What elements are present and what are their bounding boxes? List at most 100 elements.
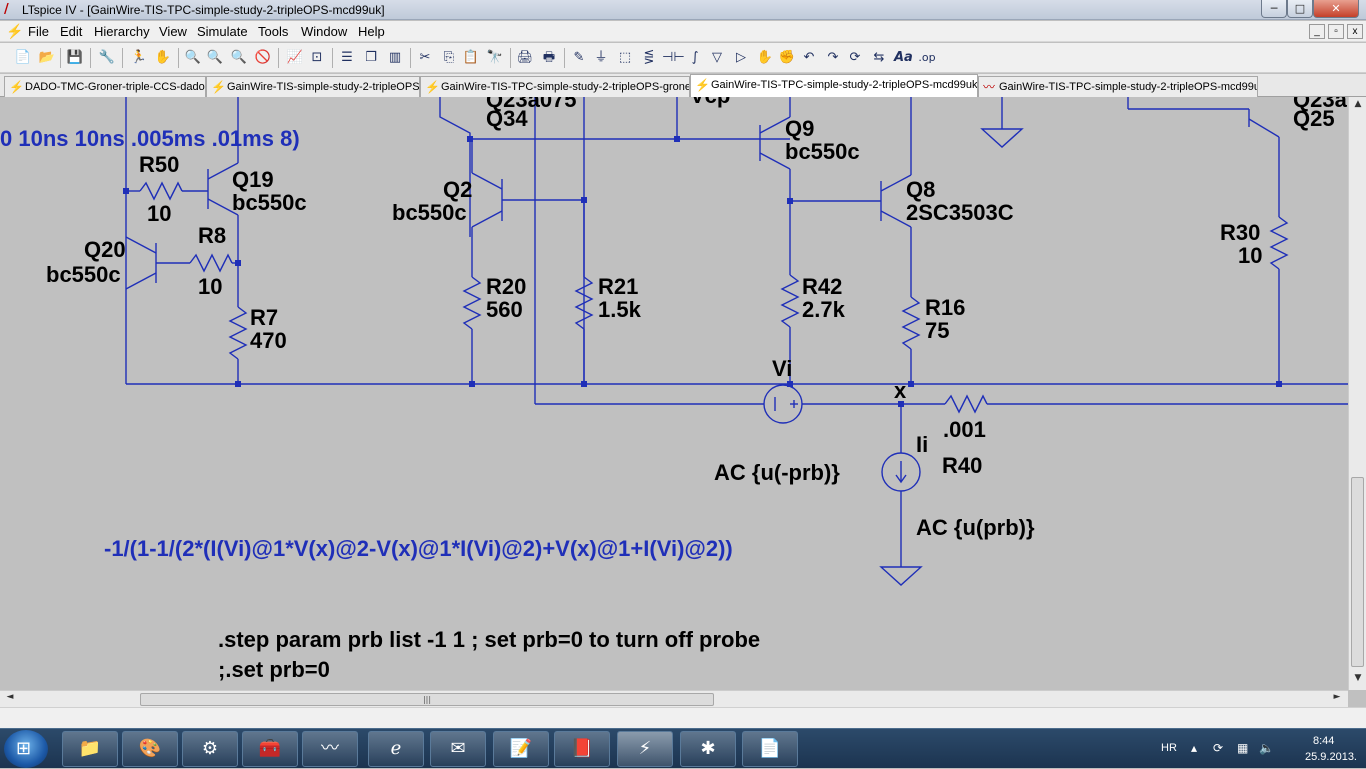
scroll-up-arrow-icon[interactable]: ▲ bbox=[1354, 99, 1362, 109]
menu-edit[interactable]: Edit bbox=[60, 24, 83, 39]
cascade-icon[interactable]: ❐ bbox=[365, 50, 377, 65]
wire-icon[interactable]: ✎ bbox=[573, 50, 585, 65]
horizontal-scroll-thumb[interactable]: ||| bbox=[140, 693, 714, 706]
document-tabs: ⚡ DADO-TMC-Groner-triple-CCS-dado ⚡ Gain… bbox=[0, 74, 1366, 98]
q8-label: Q8 bbox=[906, 177, 936, 202]
mdi-minimize-button[interactable]: _ bbox=[1309, 24, 1325, 39]
spice-directive-set[interactable]: ;.set prb=0 bbox=[218, 657, 330, 682]
redo-icon[interactable]: ↷ bbox=[827, 50, 839, 65]
text-icon[interactable]: Aa bbox=[894, 50, 913, 65]
ltspice-taskbar-icon[interactable]: ⚡ bbox=[617, 731, 673, 767]
toolbox-taskbar-icon[interactable]: 🧰 bbox=[242, 731, 298, 767]
rotate-icon[interactable]: ⟳ bbox=[849, 50, 861, 65]
paste-icon[interactable]: 📋 bbox=[462, 50, 480, 65]
tile-vertical-icon[interactable]: ▥ bbox=[388, 50, 402, 65]
vertical-scroll-thumb[interactable] bbox=[1351, 477, 1364, 667]
voltage-source-vi bbox=[763, 384, 803, 424]
spice-directive-icon[interactable]: .op bbox=[918, 51, 936, 64]
start-button[interactable]: ⊞ bbox=[4, 730, 48, 768]
splash-taskbar-icon[interactable]: ✱ bbox=[680, 731, 736, 767]
tab-gainwire-tis-simple[interactable]: ⚡ GainWire-TIS-simple-study-2-tripleOPS bbox=[206, 76, 420, 97]
zoom-out-icon[interactable]: 🔍 bbox=[230, 50, 248, 65]
print-icon[interactable]: 🖶 bbox=[542, 50, 556, 65]
r20-label: R20 bbox=[486, 274, 527, 299]
volume-icon[interactable]: 🔈 bbox=[1259, 741, 1274, 755]
pdf-taskbar-icon[interactable]: 📕 bbox=[554, 731, 610, 767]
control-panel-icon[interactable]: 🔧 bbox=[98, 50, 116, 65]
sync-icon[interactable]: ⟳ bbox=[1213, 741, 1224, 755]
diode-icon[interactable]: ▽ bbox=[712, 50, 722, 65]
menu-hierarchy[interactable]: Hierarchy bbox=[94, 24, 150, 39]
word-taskbar-icon[interactable]: 📝 bbox=[493, 731, 549, 767]
minimize-button[interactable]: ─ bbox=[1261, 0, 1287, 18]
schematic-doc-icon[interactable]: ⚡ bbox=[6, 23, 24, 39]
zoom-cancel-icon[interactable]: 🚫 bbox=[254, 50, 272, 65]
menu-view[interactable]: View bbox=[159, 24, 187, 39]
mdi-restore-button[interactable]: ▫ bbox=[1328, 24, 1344, 39]
zoom-pan-icon[interactable]: 🔍 bbox=[206, 50, 224, 65]
spice-directive-step[interactable]: .step param prb list -1 1 ; set prb=0 to… bbox=[218, 627, 761, 652]
menu-tools[interactable]: Tools bbox=[258, 24, 289, 39]
label-net-icon[interactable]: ⬚ bbox=[618, 50, 632, 65]
internet-explorer-taskbar-icon[interactable]: ℯ bbox=[368, 731, 424, 767]
tray-expand-icon[interactable]: ▴ bbox=[1191, 741, 1198, 755]
measure-formula: -1/(1-1/(2*(I(Vi)@1*V(x)@2-V(x)@1*I(Vi)@… bbox=[104, 536, 733, 561]
component-icon[interactable]: ▷ bbox=[736, 50, 746, 65]
mirror-icon[interactable]: ⇆ bbox=[873, 50, 885, 65]
autorange-icon[interactable]: 📈 bbox=[286, 50, 304, 65]
save-icon[interactable]: 💾 bbox=[66, 50, 84, 65]
paint-shop-taskbar-icon[interactable]: 🎨 bbox=[122, 731, 178, 767]
print-setup-icon[interactable]: 🖨 bbox=[516, 50, 534, 65]
schematic-canvas[interactable]: Q23a075 Q34 Vcp Q23a Q25 0 10ns 10ns .00… bbox=[0, 97, 1348, 690]
scroll-right-arrow-icon[interactable]: ► bbox=[1333, 692, 1341, 702]
capacitor-icon[interactable]: ⊣⊢ bbox=[662, 50, 685, 65]
vi-ac-spec: AC {u(-prb)} bbox=[714, 460, 840, 485]
tab-gainwire-mcd99uk-schematic[interactable]: ⚡ GainWire-TIS-TPC-simple-study-2-triple… bbox=[690, 74, 978, 98]
mdi-close-button[interactable]: x bbox=[1347, 24, 1363, 39]
scroll-down-arrow-icon[interactable]: ▼ bbox=[1354, 673, 1362, 683]
open-icon[interactable]: 📂 bbox=[38, 50, 56, 65]
tab-label: DADO-TMC-Groner-triple-CCS-dado bbox=[25, 81, 205, 93]
explorer-taskbar-icon[interactable]: 📁 bbox=[62, 731, 118, 767]
menu-help[interactable]: Help bbox=[358, 24, 385, 39]
maximize-button[interactable]: □ bbox=[1287, 0, 1313, 18]
ground-icon[interactable]: ⏚ bbox=[594, 50, 608, 65]
inductor-icon[interactable]: ∫ bbox=[691, 50, 699, 65]
scroll-left-arrow-icon[interactable]: ◄ bbox=[6, 692, 14, 702]
halt-icon[interactable]: ✋ bbox=[154, 50, 172, 65]
run-icon[interactable]: 🏃 bbox=[130, 50, 148, 65]
undo-icon[interactable]: ↶ bbox=[803, 50, 815, 65]
clock-time[interactable]: 8:44 bbox=[1313, 735, 1335, 747]
resistor-r21 bbox=[574, 276, 594, 330]
find-icon[interactable]: 🔭 bbox=[486, 50, 504, 65]
menu-window[interactable]: Window bbox=[301, 24, 348, 39]
pulse-source-text: 0 10ns 10ns .005ms .01ms 8) bbox=[0, 126, 300, 151]
new-schematic-icon[interactable]: 📄 bbox=[14, 50, 32, 65]
language-indicator[interactable]: HR bbox=[1161, 742, 1177, 754]
r7-value: 470 bbox=[250, 328, 287, 353]
document-taskbar-icon[interactable]: 📄 bbox=[742, 731, 798, 767]
network-taskbar-icon[interactable]: ⚙ bbox=[182, 731, 238, 767]
copy-icon[interactable]: ⎘ bbox=[443, 50, 455, 65]
tab-gainwire-mcd99uk-waveform[interactable]: 〰 GainWire-TIS-TPC-simple-study-2-triple… bbox=[978, 76, 1258, 97]
move-icon[interactable]: ✋ bbox=[756, 50, 774, 65]
r42-value: 2.7k bbox=[802, 297, 845, 322]
network-icon[interactable]: ▦ bbox=[1237, 741, 1249, 755]
horizontal-scrollbar[interactable]: ◄ ||| ► bbox=[0, 690, 1348, 707]
clock-date[interactable]: 25.9.2013. bbox=[1305, 751, 1357, 763]
vertical-scrollbar[interactable]: ▲ ▼ bbox=[1348, 97, 1366, 690]
close-button[interactable]: ✕ bbox=[1313, 0, 1359, 18]
system-tray: HR ▴ ⟳ ▦ 🔈 8:44 25.9.2013. bbox=[1155, 729, 1366, 769]
tab-gainwire-groner[interactable]: ⚡ GainWire-TIS-TPC-simple-study-2-triple… bbox=[420, 76, 690, 97]
zoom-fit-icon[interactable]: ⊡ bbox=[311, 50, 323, 65]
menu-file[interactable]: File bbox=[28, 24, 49, 39]
resistor-icon[interactable]: ⋚ bbox=[643, 50, 655, 65]
outlook-taskbar-icon[interactable]: ✉ bbox=[430, 731, 486, 767]
cut-icon[interactable]: ✂ bbox=[419, 50, 431, 65]
drag-icon[interactable]: ✊ bbox=[778, 50, 796, 65]
oscilloscope-taskbar-icon[interactable]: 〰 bbox=[302, 731, 358, 767]
tile-horizontal-icon[interactable]: ☰ bbox=[341, 50, 353, 65]
tab-dado-tmc[interactable]: ⚡ DADO-TMC-Groner-triple-CCS-dado bbox=[4, 76, 206, 97]
zoom-in-icon[interactable]: 🔍 bbox=[184, 50, 202, 65]
menu-simulate[interactable]: Simulate bbox=[197, 24, 248, 39]
